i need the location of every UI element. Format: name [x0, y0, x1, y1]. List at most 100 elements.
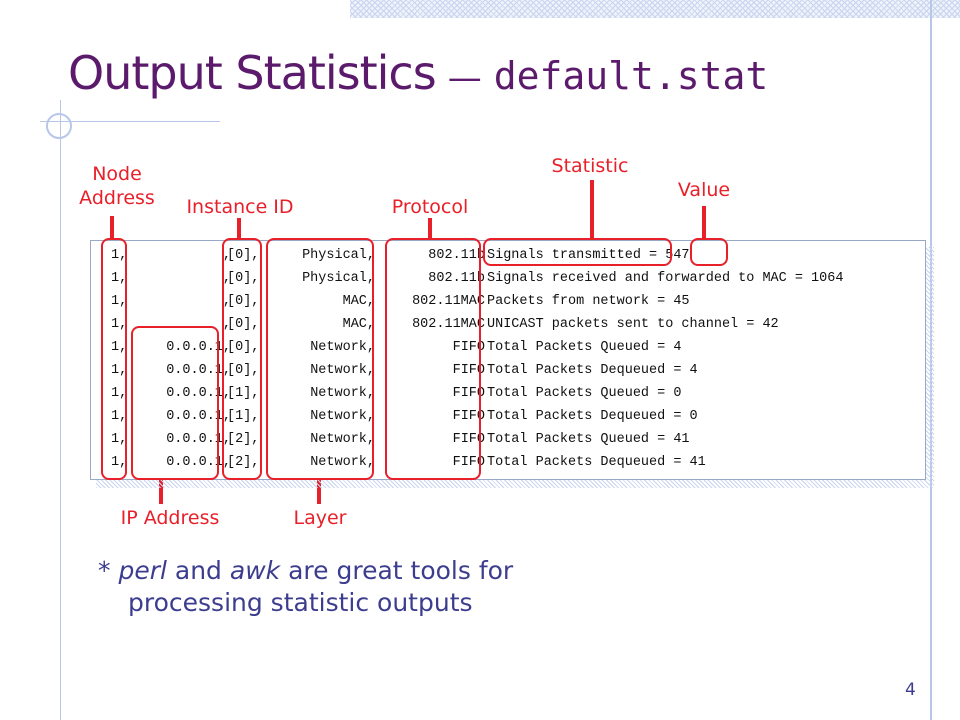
cell-statistic: Total Packets Dequeued = 41	[487, 455, 706, 470]
decorative-hatch-band	[350, 0, 960, 18]
decorative-horizontal-line	[40, 121, 220, 122]
pointer-layer	[317, 480, 321, 504]
cell-protocol: FIFO	[452, 363, 485, 378]
table-row: 1, , [0], MAC, 802.11MAC Packets from ne…	[91, 290, 690, 313]
pointer-node-address	[110, 216, 114, 240]
label-statistic: Statistic	[551, 155, 629, 177]
cell-ip: ,	[222, 317, 231, 332]
note-tool-perl: perl	[118, 556, 167, 585]
cell-instance: [0],	[227, 248, 260, 263]
cell-ip: 0.0.0.1,	[166, 340, 231, 355]
cell-ip: 0.0.0.1,	[166, 363, 231, 378]
cell-layer: Physical,	[302, 271, 375, 286]
cell-ip: ,	[222, 271, 231, 286]
highlight-ip-column	[131, 326, 219, 480]
page-number: 4	[905, 680, 916, 700]
cell-statistic: Total Packets Dequeued = 4	[487, 363, 698, 378]
decorative-circle	[46, 113, 72, 139]
cell-protocol: FIFO	[452, 432, 485, 447]
cell-protocol: 802.11b	[428, 248, 485, 263]
cell-instance: [0],	[227, 271, 260, 286]
note-line2: processing statistic outputs	[128, 588, 473, 617]
cell-layer: MAC,	[342, 317, 375, 332]
cell-instance: [1],	[227, 409, 260, 424]
cell-protocol: 802.11MAC	[412, 317, 485, 332]
table-row: 1, 0.0.0.1, [0], Network, FIFO Total Pac…	[91, 359, 698, 382]
cell-ip: 0.0.0.1,	[166, 455, 231, 470]
note-tool-awk: awk	[229, 556, 281, 585]
label-layer: Layer	[293, 507, 347, 529]
cell-node: 1,	[111, 317, 128, 332]
highlight-instance-column	[222, 238, 262, 480]
decorative-left-line	[60, 100, 61, 720]
cell-ip: ,	[222, 294, 231, 309]
cell-statistic: Total Packets Queued = 41	[487, 432, 690, 447]
pointer-instance-id	[237, 218, 241, 240]
cell-instance: [2],	[227, 455, 260, 470]
cell-protocol: FIFO	[452, 455, 485, 470]
highlight-protocol-column	[385, 238, 481, 480]
cell-layer: Network,	[310, 409, 375, 424]
cell-instance: [2],	[227, 432, 260, 447]
cell-layer: Network,	[310, 386, 375, 401]
cell-protocol: 802.11MAC	[412, 294, 485, 309]
cell-ip: 0.0.0.1,	[166, 432, 231, 447]
cell-ip: 0.0.0.1,	[166, 409, 231, 424]
cell-ip: ,	[222, 248, 231, 263]
cell-layer: Network,	[310, 363, 375, 378]
table-row: 1, 0.0.0.1, [2], Network, FIFO Total Pac…	[91, 428, 690, 451]
pointer-statistic	[590, 180, 594, 240]
table-row: 1, , [0], Physical, 802.11b Signals rece…	[91, 267, 843, 290]
note-line1-rest: are great tools for	[288, 556, 514, 585]
cell-node: 1,	[111, 409, 128, 424]
table-row: 1, 0.0.0.1, [0], Network, FIFO Total Pac…	[91, 336, 681, 359]
table-row: 1, 0.0.0.1, [2], Network, FIFO Total Pac…	[91, 451, 706, 474]
label-value: Value	[677, 179, 731, 201]
highlight-statistic-name	[483, 238, 672, 266]
cell-statistic: UNICAST packets sent to channel = 42	[487, 317, 779, 332]
cell-statistic: Signals transmitted = 547	[487, 248, 690, 263]
cell-statistic: Total Packets Queued = 0	[487, 386, 682, 401]
label-instance-id: Instance ID	[186, 196, 294, 218]
note-and: and	[174, 556, 222, 585]
cell-node: 1,	[111, 271, 128, 286]
cell-layer: Network,	[310, 432, 375, 447]
cell-layer: Network,	[310, 455, 375, 470]
cell-instance: [0],	[227, 363, 260, 378]
pointer-ip-address	[159, 480, 163, 504]
pointer-value	[702, 206, 706, 240]
label-protocol: Protocol	[391, 196, 469, 218]
title-dash: —	[447, 58, 482, 98]
label-ip-address: IP Address	[120, 507, 220, 529]
cell-layer: Network,	[310, 340, 375, 355]
highlight-value	[690, 238, 728, 266]
cell-node: 1,	[111, 386, 128, 401]
label-node-address: Node Address	[79, 163, 155, 209]
cell-instance: [0],	[227, 340, 260, 355]
title-main: Output Statistics	[68, 46, 437, 100]
highlight-node-column	[101, 238, 127, 480]
cell-protocol: 802.11b	[428, 271, 485, 286]
cell-layer: Physical,	[302, 248, 375, 263]
table-row: 1, , [0], MAC, 802.11MAC UNICAST packets…	[91, 313, 779, 336]
cell-node: 1,	[111, 340, 128, 355]
cell-instance: [0],	[227, 294, 260, 309]
cell-statistic: Total Packets Dequeued = 0	[487, 409, 698, 424]
cell-statistic: Total Packets Queued = 4	[487, 340, 682, 355]
slide-title: Output Statistics— default.stat	[68, 46, 768, 100]
cell-instance: [1],	[227, 386, 260, 401]
note-bullet: *	[98, 556, 111, 585]
cell-node: 1,	[111, 432, 128, 447]
cell-layer: MAC,	[342, 294, 375, 309]
cell-statistic: Packets from network = 45	[487, 294, 690, 309]
cell-node: 1,	[111, 363, 128, 378]
title-filename: default.stat	[493, 54, 769, 98]
cell-statistic: Signals received and forwarded to MAC = …	[487, 271, 844, 286]
note-text: * perl and awk are great tools for proce…	[98, 555, 513, 619]
cell-node: 1,	[111, 248, 128, 263]
cell-instance: [0],	[227, 317, 260, 332]
cell-protocol: FIFO	[452, 409, 485, 424]
stat-output-panel: 1, , [0], Physical, 802.11b Signals tran…	[90, 240, 926, 480]
table-row: 1, 0.0.0.1, [1], Network, FIFO Total Pac…	[91, 405, 698, 428]
pointer-protocol	[428, 218, 432, 240]
